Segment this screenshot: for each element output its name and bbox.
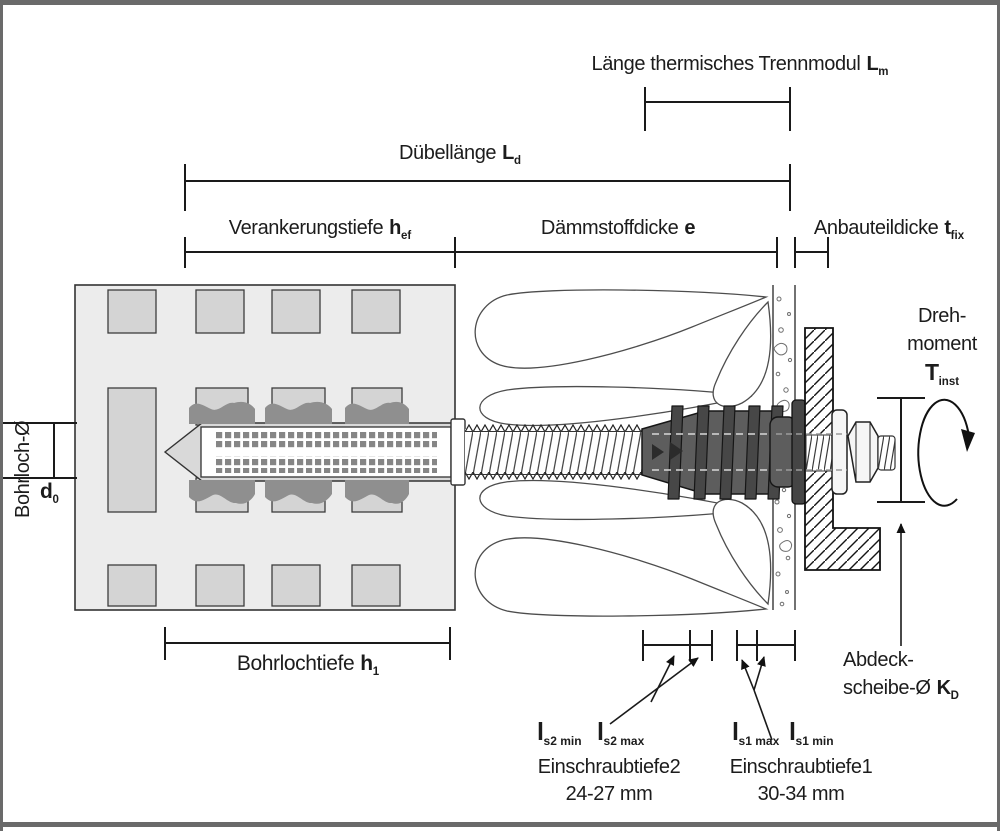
label-einschraubtiefe1: Einschraubtiefe1 30-34 mm xyxy=(660,754,942,808)
label-ls1max: ls1 max xyxy=(732,718,780,748)
dim-bohrloch-d0 xyxy=(3,422,77,479)
thermal-module xyxy=(641,405,797,500)
symbol-d0: d xyxy=(40,480,53,503)
symbol-e: e xyxy=(684,217,696,239)
dim-bohrlochtiefe-h1 xyxy=(164,627,451,660)
masonry-wall xyxy=(74,284,466,611)
label-drehmoment: Dreh- moment Tinst xyxy=(907,305,977,388)
label-ls2min: ls2 min xyxy=(537,718,582,748)
rod-through-fixture xyxy=(805,434,833,472)
dim-ls2 xyxy=(642,630,713,661)
symbol-tfix: t xyxy=(944,217,951,239)
einschraubtiefe1-value: 30-34 mm xyxy=(757,783,845,805)
fixture-bracket xyxy=(804,327,881,571)
symbol-kd: K xyxy=(936,677,951,699)
dim-trennmodul-lm xyxy=(644,87,791,131)
mortar-blobs xyxy=(189,401,409,504)
dim-hef-e-tfix xyxy=(184,237,829,268)
ls2-arrows xyxy=(609,655,699,725)
label-ls1min: ls1 min xyxy=(789,718,834,748)
washer xyxy=(831,409,848,495)
anchor-sleeve xyxy=(200,426,452,478)
rod-end xyxy=(877,435,896,471)
threaded-rod xyxy=(465,424,642,480)
cover-disc xyxy=(791,399,807,505)
ls1-arrows xyxy=(741,656,773,741)
dim-ls1 xyxy=(736,630,796,661)
screw-axis-dashes xyxy=(776,433,847,471)
rotation-arrow xyxy=(917,398,975,507)
label-trennmodul-text: Länge thermisches Trennmodul xyxy=(591,53,861,75)
sleeve-collar xyxy=(450,418,466,486)
label-einschraubtiefe2: Einschraubtiefe2 24-27 mm xyxy=(468,754,750,808)
einschraubtiefe2-value: 24-27 mm xyxy=(565,783,653,805)
symbol-hef: h xyxy=(389,217,401,239)
einschraubtiefe2-title: Einschraubtiefe2 xyxy=(537,756,681,778)
einschraubtiefe1-title: Einschraubtiefe1 xyxy=(729,756,873,778)
symbol-h1: h xyxy=(360,652,373,675)
hex-nut xyxy=(847,421,879,483)
symbol-ld: L xyxy=(502,142,514,164)
label-d0: d0 xyxy=(40,480,59,506)
label-bohrloch: Bohrloch-Ø xyxy=(12,420,34,518)
symbol-lm: L xyxy=(866,53,879,75)
symbol-tinst: T xyxy=(924,359,939,385)
dim-duebellaenge-ld xyxy=(184,164,791,211)
dim-tinst xyxy=(877,397,925,503)
insulation-layer xyxy=(474,289,772,617)
label-ls2max: ls2 max xyxy=(597,718,645,748)
drive-marks xyxy=(652,442,683,460)
